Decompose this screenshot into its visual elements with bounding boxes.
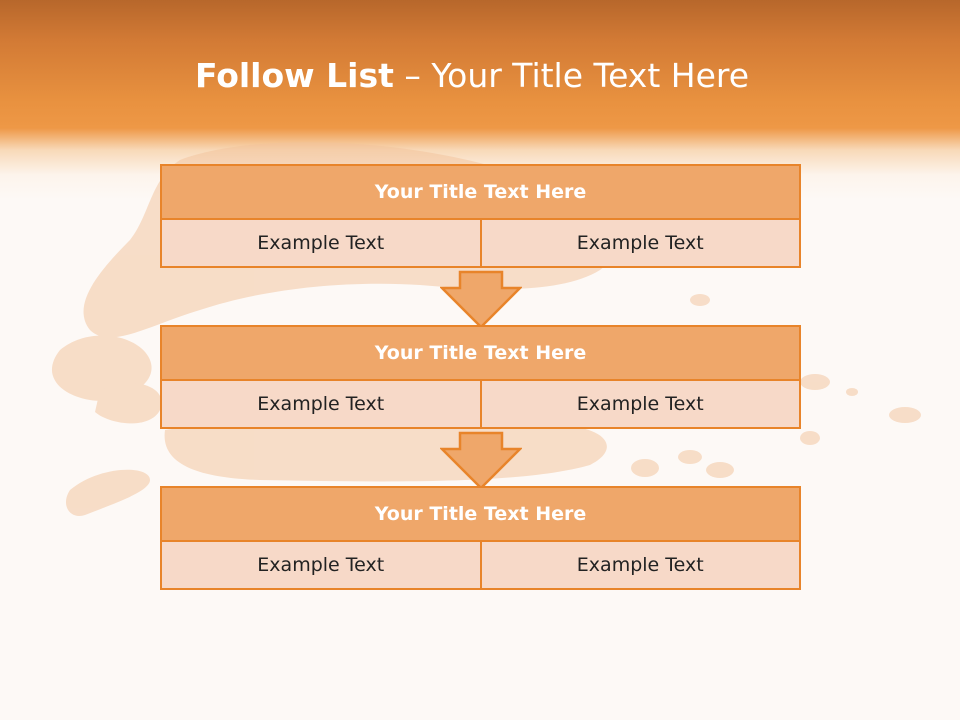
down-arrow-icon <box>440 431 522 490</box>
step-3-left-cell: Example Text <box>160 540 482 590</box>
slide-title: Follow List – Your Title Text Here <box>0 54 944 98</box>
step-3: Your Title Text Here Example Text Exampl… <box>160 486 801 590</box>
step-3-right-cell: Example Text <box>479 540 801 590</box>
step-3-row: Example Text Example Text <box>160 540 801 590</box>
step-3-title: Your Title Text Here <box>160 486 801 542</box>
step-1-right-cell: Example Text <box>479 218 801 268</box>
step-1-row: Example Text Example Text <box>160 218 801 268</box>
slide-title-rest: – Your Title Text Here <box>393 56 750 95</box>
step-2-right-cell: Example Text <box>479 379 801 429</box>
step-2: Your Title Text Here Example Text Exampl… <box>160 325 801 429</box>
step-2-left-cell: Example Text <box>160 379 482 429</box>
step-1-left-cell: Example Text <box>160 218 482 268</box>
down-arrow-icon <box>440 270 522 329</box>
step-1-title: Your Title Text Here <box>160 164 801 220</box>
step-2-row: Example Text Example Text <box>160 379 801 429</box>
step-2-title: Your Title Text Here <box>160 325 801 381</box>
step-1: Your Title Text Here Example Text Exampl… <box>160 164 801 268</box>
slide-title-bold: Follow List <box>194 56 394 95</box>
